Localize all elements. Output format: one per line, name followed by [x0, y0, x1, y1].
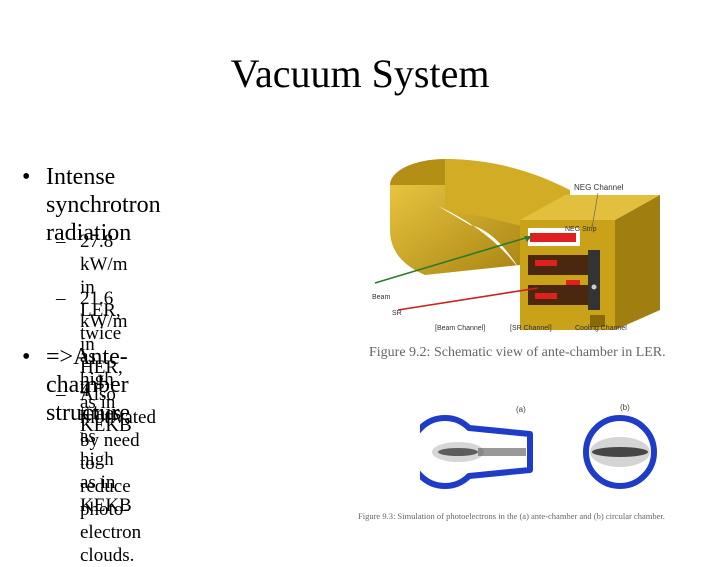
bullet-marker: • [22, 164, 31, 190]
ante-chamber-sim [420, 415, 533, 489]
subbullet-line: reduce photo-electron [80, 476, 142, 543]
bullet-line: Intense synchrotron [46, 164, 161, 218]
simulation-figure: (a) (b) [420, 403, 657, 489]
label-sr-channel: [SR Channel] [510, 325, 552, 332]
label-sr: SR [392, 310, 402, 317]
panel-a-label: (a) [516, 405, 526, 414]
subbullet-line: as high as in KEKB [80, 426, 132, 516]
panel-b-label: (b) [620, 403, 630, 412]
bullet-line: radiation [46, 220, 132, 246]
label-beam-channel: [Beam Channel] [435, 325, 485, 332]
subbullet-line: clouds. [80, 545, 135, 566]
subbullet-marker: – [56, 384, 66, 405]
label-neg-channel: NEG Channel [574, 183, 624, 192]
beam-arrowhead [524, 236, 532, 242]
subbullet-marker: – [56, 288, 66, 309]
subbullet-marker: – [56, 231, 66, 252]
sr-line [397, 287, 539, 311]
slide-title: Vacuum System [230, 51, 490, 96]
bullet-line: =>Ante-chamber structure [46, 344, 130, 426]
beam-arrow [374, 235, 533, 284]
bullet-marker: • [22, 344, 31, 370]
label-neg-strip: NEG Strip [565, 226, 597, 233]
figure-caption-ante-chamber: Figure 9.2: Schematic view of ante-chamb… [369, 345, 666, 360]
subbullet-line: 27.8 kW/m in LER, twice [80, 231, 128, 344]
chamber-block [520, 195, 660, 330]
label-cooling-channel: Cooling Channel [575, 325, 627, 332]
chamber-pipe [390, 159, 570, 275]
subbullet-line: 21.6 kW/m in HER, 4 times [80, 288, 128, 424]
ante-chamber-figure: NEG Channel NEG Strip Beam SR [Beam Chan… [372, 159, 660, 332]
label-beam: Beam [372, 294, 390, 301]
subbullet-line: Also motivated by need to [80, 384, 156, 474]
slide: Vacuum System • Intense synchrotron radi… [22, 51, 666, 566]
subbullet-line: as high as in KEKB [80, 346, 132, 436]
figure-caption-simulation: Figure 9.3: Simulation of photoelectrons… [358, 511, 665, 521]
circular-chamber-sim [583, 415, 657, 489]
